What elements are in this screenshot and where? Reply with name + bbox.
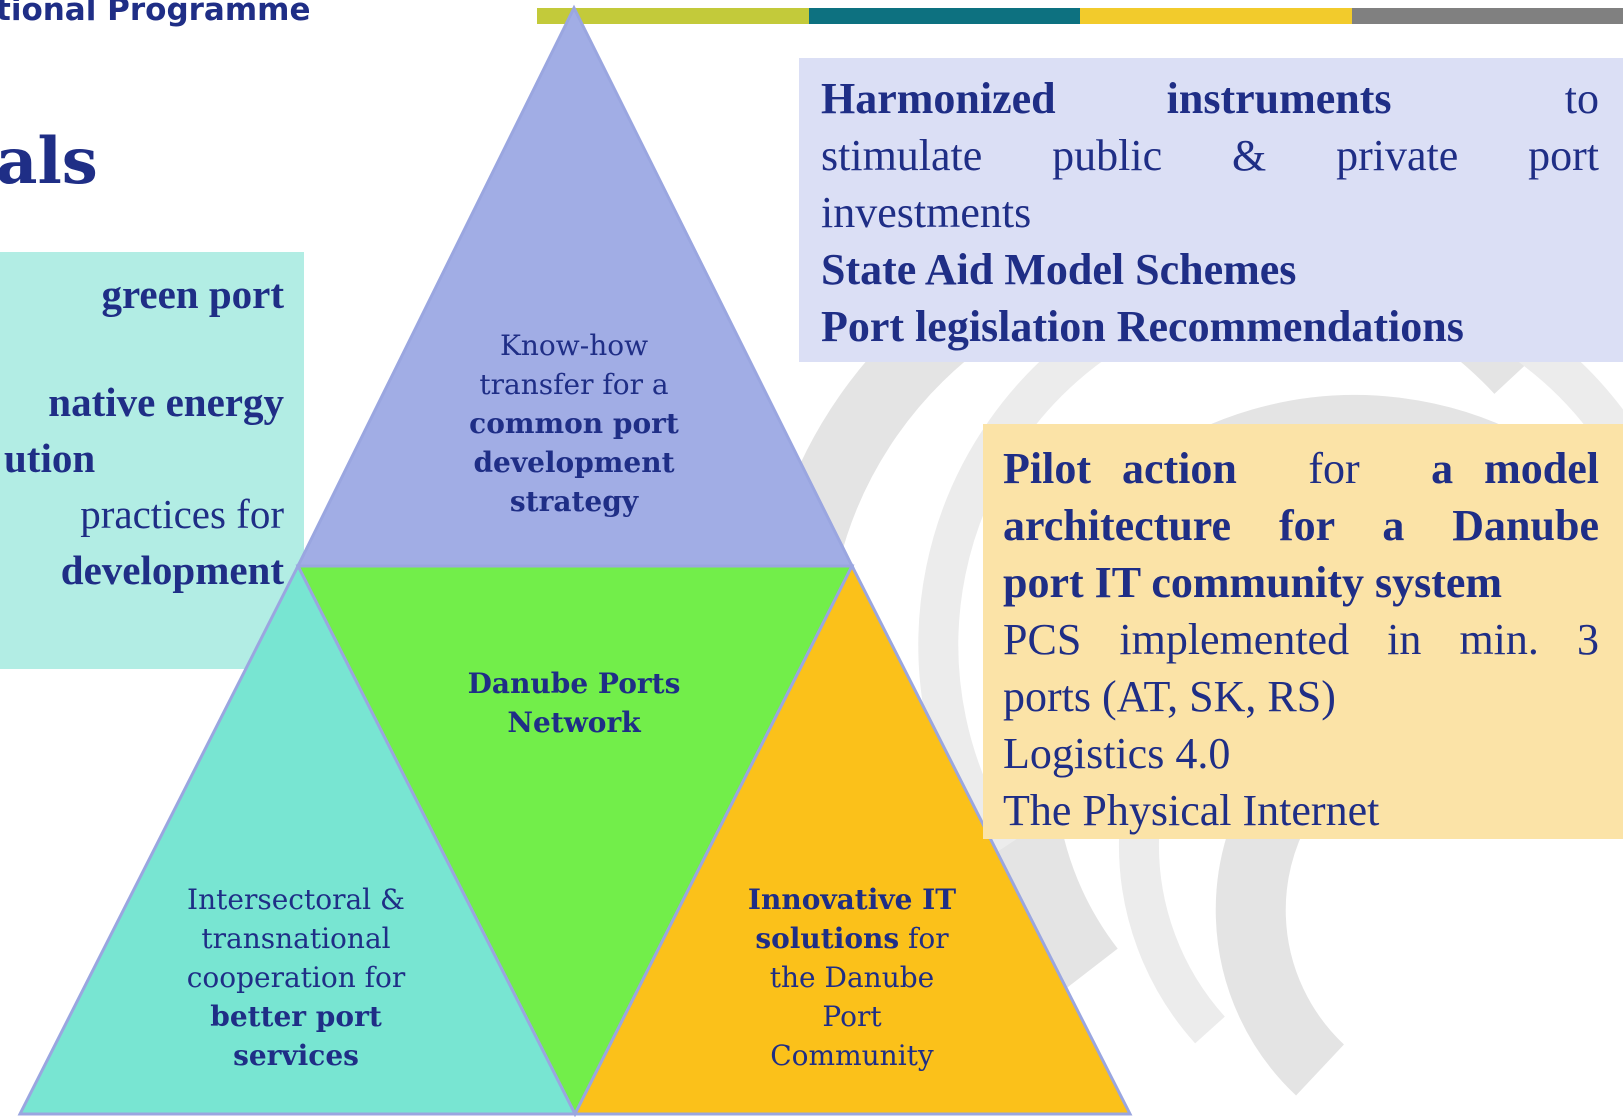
center-label-line-2: Network	[507, 706, 641, 739]
investments-line-5: Port legislation Recommendations	[821, 302, 1464, 351]
green-port-box: green port native energy ution practices…	[0, 252, 304, 669]
pyramid-top-label: Know-how transfer for a common port deve…	[424, 326, 724, 521]
bottom-right-label-line-3: the Danube	[769, 961, 935, 994]
bottom-right-label-line-4: Port	[822, 1000, 882, 1033]
bottom-left-label-line-4: better port	[210, 1000, 382, 1033]
investments-line-3: investments	[821, 188, 1032, 237]
bottom-left-label-line-2: transnational	[201, 922, 391, 955]
model-text: a model	[1431, 444, 1599, 493]
pilot-line-6: Logistics 4.0	[1003, 729, 1231, 778]
investments-line-4: State Aid Model Schemes	[821, 245, 1297, 294]
header-color-stripe	[537, 8, 1623, 24]
slide-title: als	[0, 124, 98, 199]
pilot-line-3: port IT community system	[1003, 558, 1503, 607]
top-label-line-4: development	[473, 446, 675, 479]
investments-line-1-rest: to	[1564, 74, 1599, 123]
pilot-line-2: architecture for a Danube	[1003, 501, 1599, 550]
pyramid-bottom-right-label: Innovative IT solutions for the Danube P…	[702, 880, 1002, 1075]
stripe-segment-teal	[808, 8, 1080, 24]
pilot-line-4: PCS implemented in min. 3	[1003, 615, 1599, 664]
center-label-line-1: Danube Ports	[467, 667, 681, 700]
bottom-right-label-line-2-bold: solutions	[755, 922, 900, 955]
bottom-right-label-line-5: Community	[770, 1039, 934, 1072]
investments-line-1: Harmonized instruments to	[821, 70, 1599, 127]
top-label-line-3: common port	[469, 407, 679, 440]
bottom-right-label-line-1: Innovative IT	[747, 883, 957, 916]
pilot-line-1-mid: for	[1308, 444, 1360, 493]
investments-line-2: stimulate public & private port	[821, 131, 1599, 180]
pilot-line-1: Pilot action for a model	[1003, 440, 1599, 497]
stripe-segment-olive	[537, 8, 809, 24]
left-box-line-5: development	[60, 547, 284, 593]
bottom-left-label-line-5: services	[233, 1039, 359, 1072]
top-label-line-2: transfer for a	[479, 368, 669, 401]
investments-box: Harmonized instruments to stimulate publ…	[799, 58, 1623, 362]
pilot-action-box: Pilot action for a model architecture fo…	[983, 424, 1623, 839]
harmonized-instruments-text: Harmonized instruments	[821, 74, 1392, 123]
bottom-left-label-line-1: Intersectoral &	[187, 883, 405, 916]
pilot-action-text: Pilot action	[1003, 444, 1237, 493]
stripe-segment-grey	[1351, 8, 1623, 24]
pyramid-bottom-left-label: Intersectoral & transnational cooperatio…	[146, 880, 446, 1075]
left-box-line-3: ution	[4, 435, 96, 481]
pyramid-center-label: Danube Ports Network	[424, 664, 724, 742]
left-box-line-2: native energy	[48, 379, 284, 425]
left-box-line-1: green port	[101, 271, 284, 317]
top-label-line-1: Know-how	[499, 329, 649, 362]
stripe-segment-yellow	[1080, 8, 1352, 24]
bottom-right-label-line-2-rest: for	[899, 922, 949, 955]
pilot-line-5: ports (AT, SK, RS)	[1003, 672, 1336, 721]
top-label-line-5: strategy	[509, 485, 639, 518]
bottom-left-label-line-3: cooperation for	[186, 961, 406, 994]
left-box-line-4: practices for	[80, 491, 284, 537]
programme-title: tional Programme	[0, 0, 311, 28]
pilot-line-7: The Physical Internet	[1003, 786, 1380, 835]
